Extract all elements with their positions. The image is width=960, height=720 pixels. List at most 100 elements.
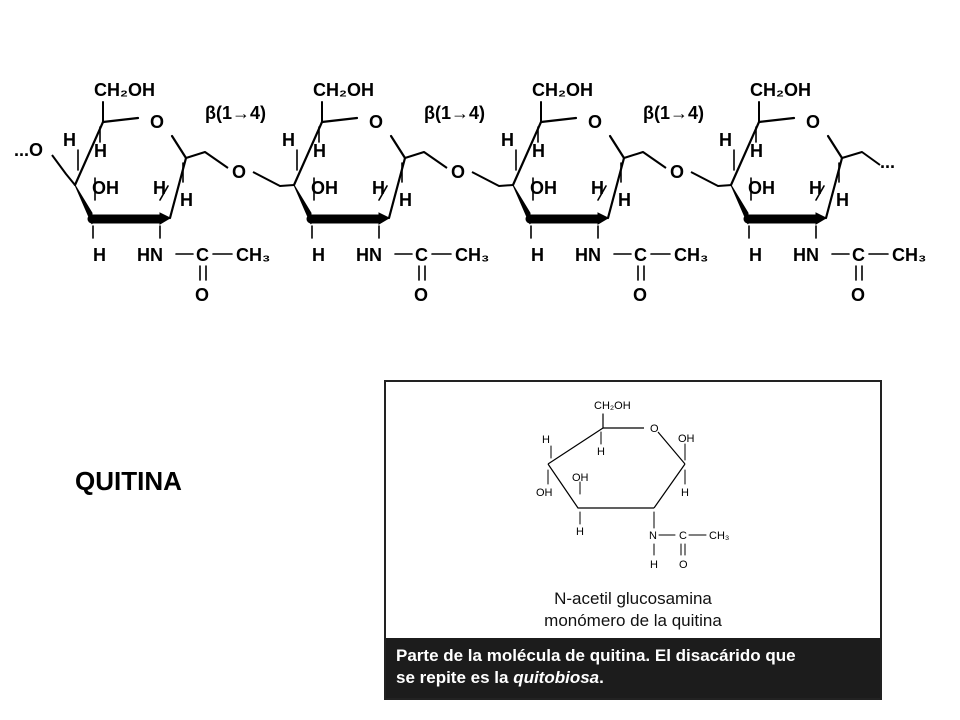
glycosidic-bond-2-b (471, 171, 514, 187)
unit-2-c4-h-label: H (282, 130, 295, 150)
glycosidic-bond-1-a (185, 151, 229, 169)
glycosidic-bond-2-a (404, 151, 448, 169)
unit-4-ring-bond-ring-o (826, 134, 844, 160)
mono-ring-bond-bottom (547, 463, 654, 509)
right-end-bond (841, 151, 881, 166)
figure-caption-line2c: . (599, 668, 604, 687)
unit-2-carbonyl-c-label: C (415, 245, 428, 265)
unit-1-c2-h-label: H (153, 178, 166, 198)
unit-3-c4-h-label: H (501, 130, 514, 150)
mono-ring-o-label: O (650, 423, 659, 435)
unit-1-c3-oh-label: OH (92, 178, 119, 198)
unit-2-ch2oh-label: CH₂OH (313, 80, 374, 100)
unit-4-c2-h-bond (815, 185, 825, 201)
unit-3-ring-bond-ring-o (608, 134, 626, 160)
unit-4-ring-bond-left (729, 120, 761, 187)
unit-1-ring-bond-ring-o (170, 134, 188, 160)
glycosidic-bond-1-b (252, 171, 295, 187)
chain-bonds (51, 101, 889, 281)
unit-1-ring-bond-top (101, 116, 140, 124)
unit-3-c1-h-label: H (618, 190, 631, 210)
unit-3-c5-h-label: H (532, 141, 545, 161)
glycosidic-oxygen-2: O (451, 162, 465, 182)
monomer-description: monómero de la quitina (544, 611, 722, 630)
mono-n-h-label: H (650, 559, 658, 571)
unit-1-c2-h-bond (159, 185, 169, 201)
chain-left-end: ...O (14, 140, 43, 160)
mono-c4-h-label: H (542, 434, 550, 446)
unit-1-ring-bond-left (73, 120, 105, 187)
unit-2-c5-h-label: H (313, 141, 326, 161)
monomer-name: N-acetil glucosamina (554, 589, 712, 608)
unit-1-ring-o-label: O (150, 112, 164, 132)
unit-1-c3-h-label: H (93, 245, 106, 265)
unit-2-ring-bond-top (320, 116, 359, 124)
mono-c1-h-label: H (681, 487, 689, 499)
monomer-bonds (547, 413, 707, 556)
unit-1-carbonyl-c-label: C (196, 245, 209, 265)
linkage-label-2: β(1→4) (424, 103, 485, 123)
unit-4-ch3-label: CH₃ (892, 245, 926, 265)
glycosidic-oxygen-1: O (232, 162, 246, 182)
unit-2-c3-h-label: H (312, 245, 325, 265)
unit-2-hn-label: HN (356, 245, 382, 265)
unit-2-ring-bond-ring-o (389, 134, 407, 160)
mono-c3-oh-label: OH (572, 472, 589, 484)
unit-1-c5-h-label: H (94, 141, 107, 161)
unit-4-c3-h-label: H (749, 245, 762, 265)
linkage-label-3: β(1→4) (643, 103, 704, 123)
unit-1-c1-h-label: H (180, 190, 193, 210)
unit-4-c2-h-label: H (809, 178, 822, 198)
unit-1-hn-label: HN (137, 245, 163, 265)
mono-n-label: N (649, 530, 657, 542)
unit-3-ring-bond-left (511, 120, 543, 187)
unit-4-carbonyl-c-label: C (852, 245, 865, 265)
mono-c1-oh-label: OH (678, 433, 695, 445)
glycosidic-bond-3-a (623, 151, 667, 169)
unit-4-carbonyl-o-label: O (851, 285, 865, 305)
unit-4-c5-h-label: H (750, 141, 763, 161)
unit-3-carbonyl-o-label: O (633, 285, 647, 305)
mono-ring-bond-right (653, 463, 686, 509)
mono-ring-bond-ring-o (657, 431, 686, 465)
unit-3-c2-h-label: H (591, 178, 604, 198)
mono-carbonyl-o-label: O (679, 559, 688, 571)
page-title: QUITINA (75, 466, 182, 496)
unit-3-c2-h-bond (597, 185, 607, 201)
unit-2-c2-h-label: H (372, 178, 385, 198)
unit-3-ch2oh-label: CH₂OH (532, 80, 593, 100)
unit-2-carbonyl-o-label: O (414, 285, 428, 305)
unit-4-hn-label: HN (793, 245, 819, 265)
unit-3-carbonyl-c-label: C (634, 245, 647, 265)
figure-caption: Parte de la molécula de quitina. El disa… (386, 638, 880, 698)
unit-2-ring-bond-left (292, 120, 324, 187)
glycosidic-bond-3-b (690, 171, 733, 187)
unit-4-c4-h-label: H (719, 130, 732, 150)
figure-caption-line1: Parte de la molécula de quitina. El disa… (396, 646, 796, 665)
unit-4-ring-bond-top (757, 116, 796, 124)
mono-c5-h-label: H (597, 446, 605, 458)
unit-1-carbonyl-o-label: O (195, 285, 209, 305)
unit-3-hn-label: HN (575, 245, 601, 265)
mono-ch3-label: CH₃ (709, 530, 729, 542)
unit-2-c3-oh-label: OH (311, 178, 338, 198)
unit-3-c3-h-label: H (531, 245, 544, 265)
unit-4-ch2oh-label: CH₂OH (750, 80, 811, 100)
unit-3-ch3-label: CH₃ (674, 245, 708, 265)
figure-caption-line2a: se repite es la (396, 668, 514, 687)
unit-2-ring-o-label: O (369, 112, 383, 132)
linkage-label-1: β(1→4) (205, 103, 266, 123)
mono-carbonyl-c-label: C (679, 530, 687, 542)
unit-1-c4-h-label: H (63, 130, 76, 150)
unit-4-ring-o-label: O (806, 112, 820, 132)
mono-ch2oh-label: CH₂OH (594, 400, 631, 412)
unit-1-ch3-label: CH₃ (236, 245, 270, 265)
mono-ring-bond-left (547, 427, 604, 465)
chain-right-end: ... (880, 152, 895, 172)
left-end-bond (51, 154, 76, 186)
unit-4-c3-oh-label: OH (748, 178, 775, 198)
